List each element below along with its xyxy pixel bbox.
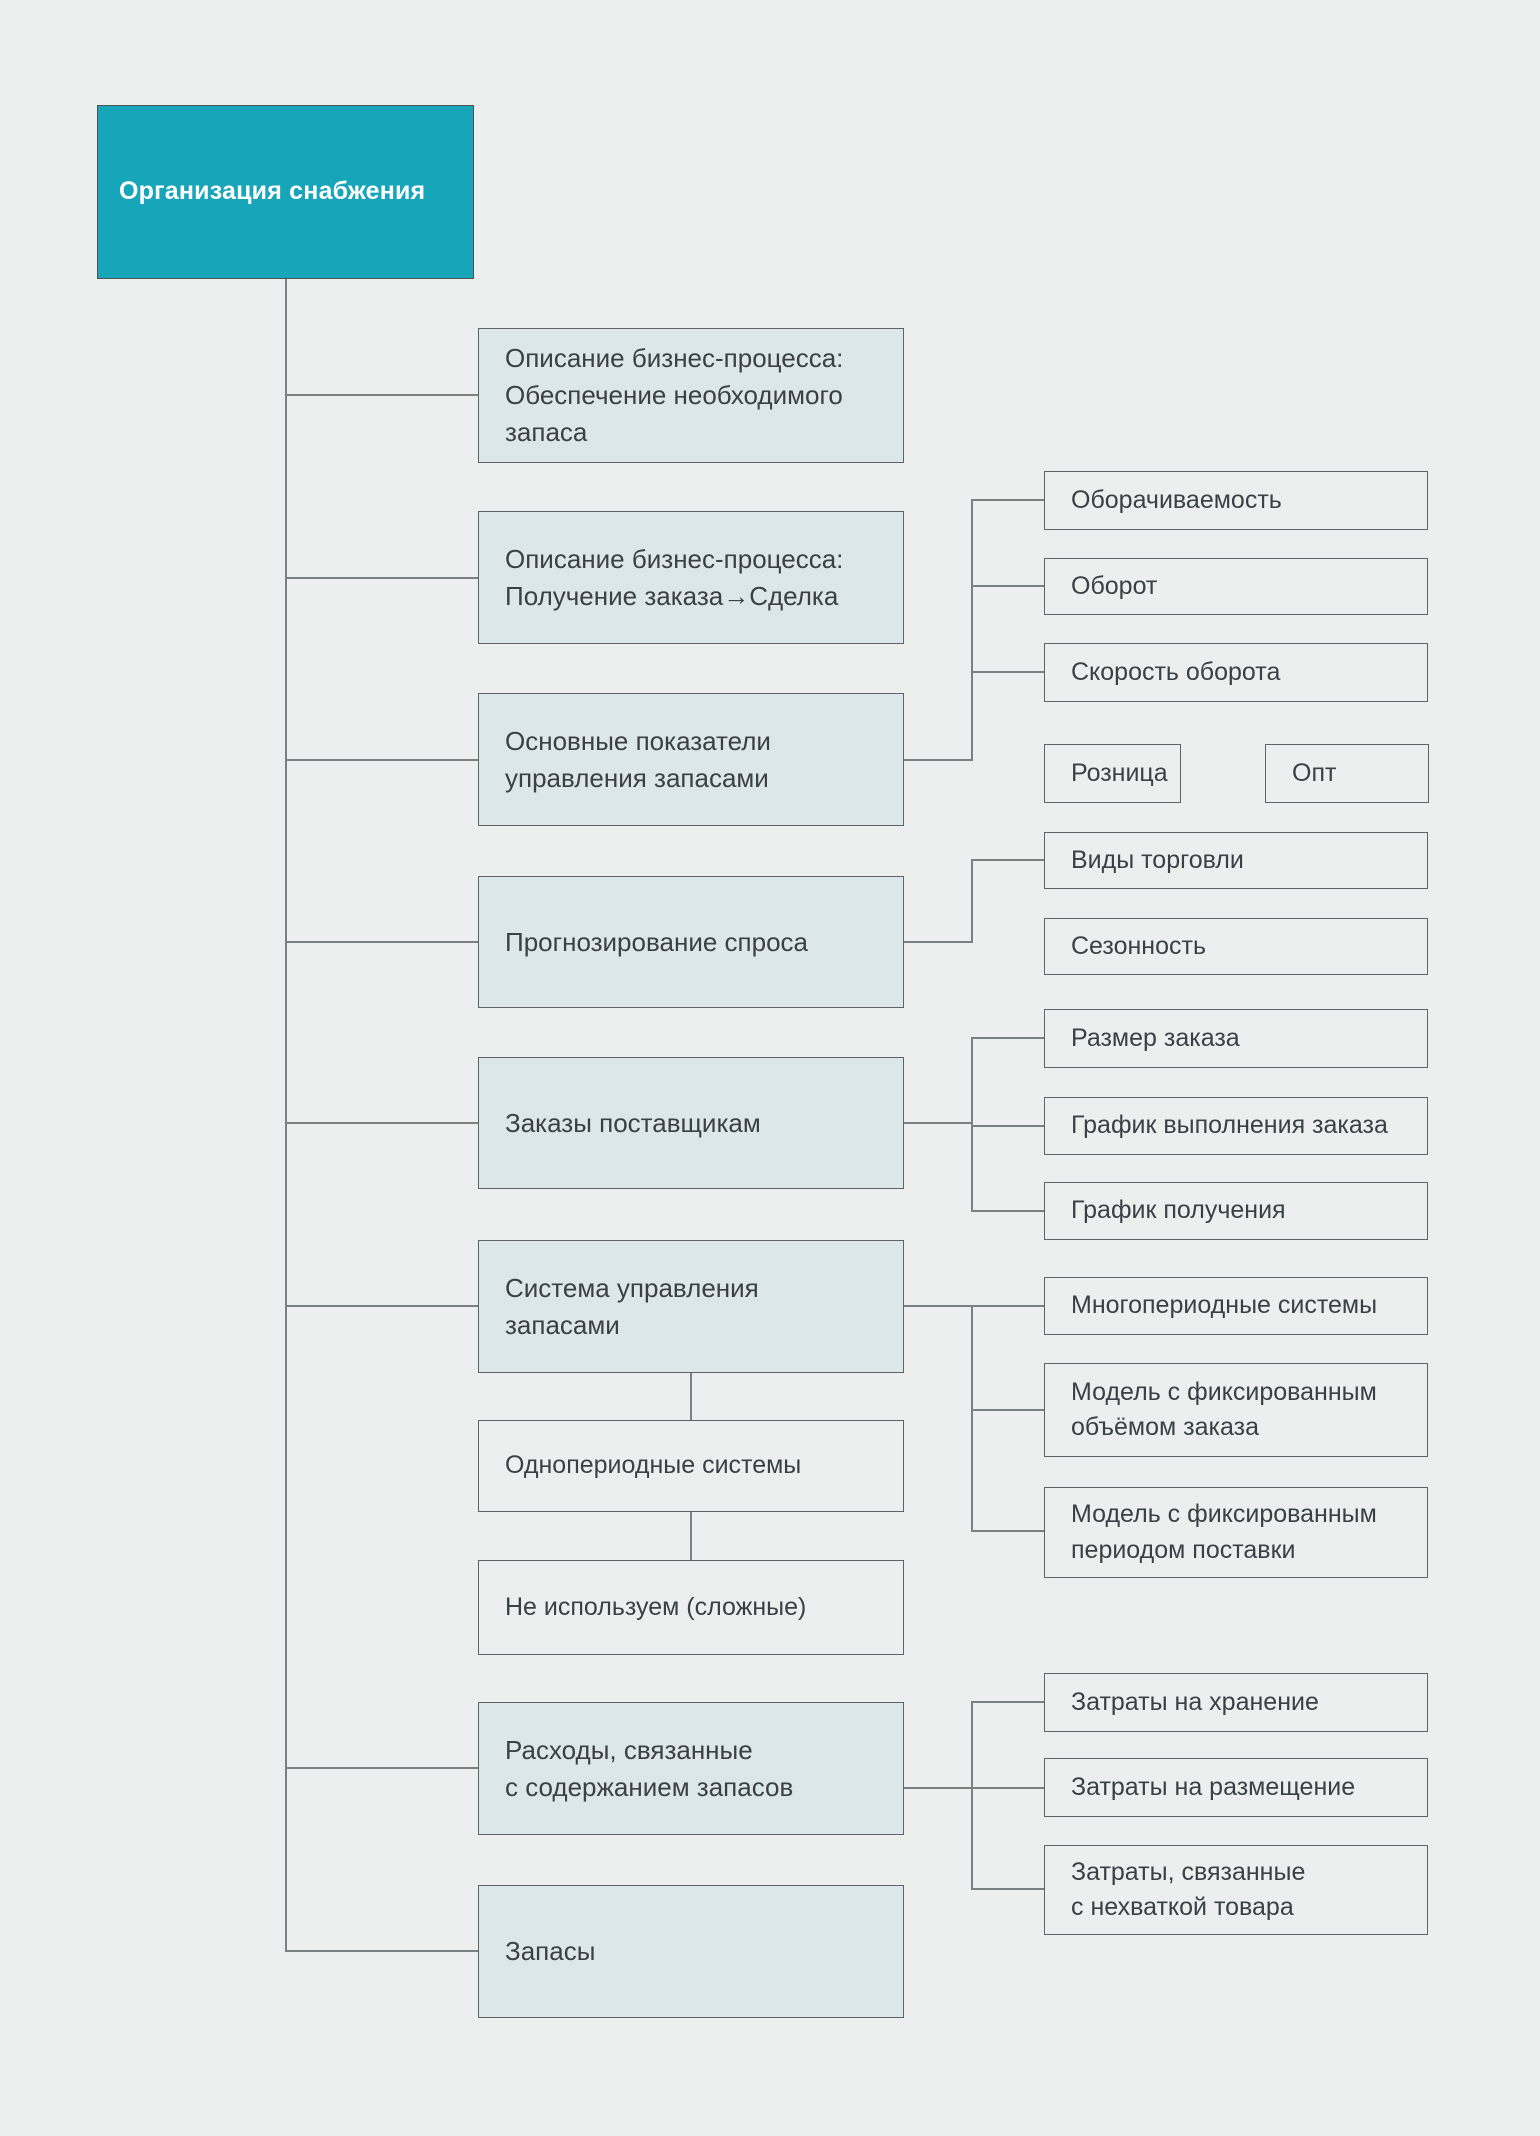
node-label: Многопериодные системы: [1071, 1291, 1378, 1320]
node-label: Сезонность: [1071, 931, 1206, 960]
node-label: Организация снабжения: [119, 177, 426, 206]
node-label: Запасы: [505, 1936, 596, 1967]
node-order-fulfillment-schedule: График выполнения заказа: [1044, 1097, 1428, 1155]
node-label: Заказы поставщикам: [505, 1107, 761, 1138]
node-label: Описание бизнес-процесса: Получение зака…: [505, 543, 844, 611]
node-kpi: Основные показатели управления запасами: [478, 693, 904, 826]
node-shortage-costs: Затраты, связанные с нехваткой товара: [1044, 1845, 1428, 1935]
node-label: Размер заказа: [1071, 1023, 1240, 1052]
connector-stub: [971, 499, 1044, 501]
connector-stub: [971, 671, 1044, 673]
node-fixed-period-model: Модель с фиксированным периодом поставки: [1044, 1487, 1428, 1578]
connector-branch: [285, 394, 478, 396]
connector-costs-trunk: [971, 1701, 973, 1889]
node-label: Не используем (сложные): [505, 1592, 807, 1621]
node-forecast: Прогнозирование спроса: [478, 876, 904, 1008]
node-retail: Розница: [1044, 744, 1181, 803]
connector-not-used: [690, 1512, 692, 1560]
connector-system-parent: [904, 1305, 1044, 1307]
connector-forecast-trunk: [971, 859, 973, 943]
connector-branch: [285, 759, 478, 761]
connector-orders-parent: [904, 1122, 973, 1124]
connector-stub: [971, 1409, 1044, 1411]
connector-stub: [971, 585, 1044, 587]
node-label: Затраты на размещение: [1071, 1772, 1356, 1801]
node-label: Виды торговли: [1071, 845, 1244, 874]
connector-orders-trunk: [971, 1037, 973, 1212]
connector-stub: [971, 1888, 1044, 1890]
connector-stub: [971, 1125, 1044, 1127]
node-seasonality: Сезонность: [1044, 918, 1428, 975]
connector-stub: [971, 859, 1044, 861]
node-costs: Расходы, связанные с содержанием запасов: [478, 1702, 904, 1835]
node-label: Розница: [1071, 758, 1168, 787]
connector-stub: [971, 1037, 1044, 1039]
node-trade-types: Виды торговли: [1044, 832, 1428, 889]
node-order-size: Размер заказа: [1044, 1009, 1428, 1068]
node-label: Однопериодные системы: [505, 1451, 802, 1480]
node-label: Модель с фиксированным периодом поставки: [1071, 1500, 1377, 1564]
node-bp-order: Описание бизнес-процесса: Получение зака…: [478, 511, 904, 644]
connector-stub: [971, 1530, 1044, 1532]
node-label: График получения: [1071, 1196, 1286, 1225]
connector-branch: [285, 1305, 478, 1307]
node-turnover: Оборот: [1044, 558, 1428, 615]
node-turnover-speed: Скорость оборота: [1044, 643, 1428, 702]
node-label: График выполнения заказа: [1071, 1111, 1388, 1140]
node-label: Система управления запасами: [505, 1272, 759, 1340]
node-placement-costs: Затраты на размещение: [1044, 1758, 1428, 1817]
connector-costs-parent: [904, 1787, 1044, 1789]
node-label: Затраты на хранение: [1071, 1687, 1319, 1716]
node-fixed-volume-model: Модель с фиксированным объёмом заказа: [1044, 1363, 1428, 1457]
connector-system-trunk: [971, 1305, 973, 1532]
node-label: Расходы, связанные с содержанием запасов: [505, 1734, 794, 1802]
node-stocks: Запасы: [478, 1885, 904, 2018]
node-root: Организация снабжения: [97, 105, 474, 279]
node-label: Скорость оборота: [1071, 657, 1281, 686]
node-label: Затраты, связанные с нехваткой товара: [1071, 1857, 1306, 1922]
connector-single-period: [690, 1373, 692, 1420]
node-label: Прогнозирование спроса: [505, 926, 808, 957]
node-label: Оборот: [1071, 571, 1158, 600]
node-wholesale: Опт: [1265, 744, 1429, 803]
node-label: Описание бизнес-процесса: Обеспечение не…: [505, 343, 844, 447]
node-label: Оборачиваемость: [1071, 485, 1282, 514]
connector-stub: [971, 1701, 1044, 1703]
connector-branch: [285, 1950, 478, 1952]
node-single-period: Однопериодные системы: [478, 1420, 904, 1512]
connector-kpi-parent: [904, 759, 973, 761]
node-supplier-orders: Заказы поставщикам: [478, 1057, 904, 1189]
connector-stub: [971, 1210, 1044, 1212]
node-label: Основные показатели управления запасами: [505, 725, 771, 793]
connector-kpi-trunk: [971, 499, 973, 761]
connector-branch: [285, 941, 478, 943]
node-storage-costs: Затраты на хранение: [1044, 1673, 1428, 1732]
connector-branch: [285, 577, 478, 579]
node-label: Модель с фиксированным объёмом заказа: [1071, 1377, 1377, 1442]
node-multi-period: Многопериодные системы: [1044, 1277, 1428, 1335]
connector-branch: [285, 1767, 478, 1769]
node-not-used: Не используем (сложные): [478, 1560, 904, 1655]
connector-main-trunk: [285, 279, 287, 1952]
connector-forecast-parent: [904, 941, 973, 943]
node-label: Опт: [1292, 758, 1337, 787]
node-receiving-schedule: График получения: [1044, 1182, 1428, 1240]
node-bp-supply: Описание бизнес-процесса: Обеспечение не…: [478, 328, 904, 463]
node-turnover-rate: Оборачиваемость: [1044, 471, 1428, 530]
connector-branch: [285, 1122, 478, 1124]
node-inventory-system: Система управления запасами: [478, 1240, 904, 1373]
